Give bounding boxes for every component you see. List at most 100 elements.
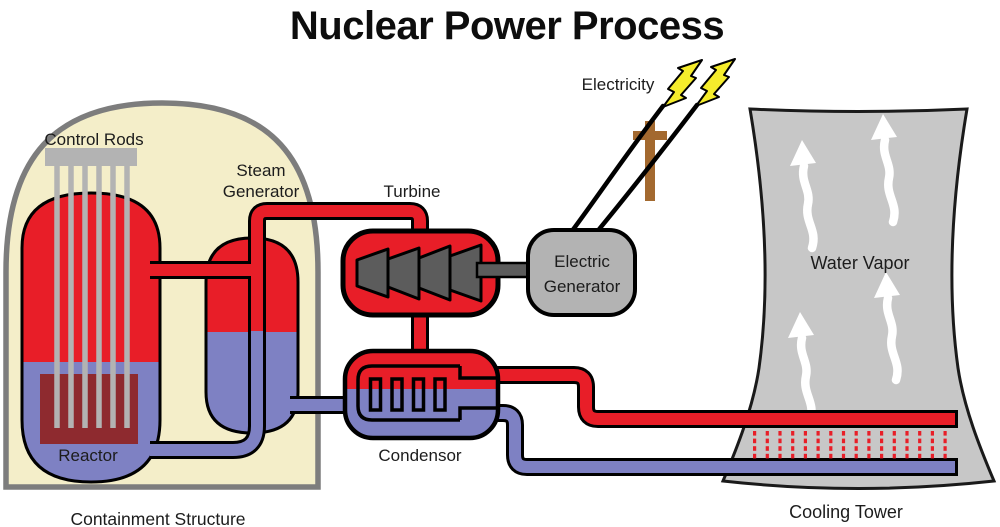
control-rod-header bbox=[45, 148, 137, 166]
cooling-tower-label: Cooling Tower bbox=[789, 502, 903, 522]
control-rods-label: Control Rods bbox=[44, 130, 143, 149]
spray-droplets-item bbox=[880, 431, 884, 436]
turbine-blade bbox=[417, 244, 452, 302]
spray-droplets-item bbox=[880, 453, 884, 459]
page-title: Nuclear Power Process bbox=[290, 4, 724, 48]
spray-droplets-item bbox=[829, 446, 833, 451]
power-wires bbox=[569, 102, 700, 236]
containment-structure-label: Containment Structure bbox=[70, 509, 245, 527]
spray-droplets-item bbox=[892, 438, 896, 444]
spray-droplets-item bbox=[816, 438, 820, 444]
spray-droplets-item bbox=[778, 446, 782, 451]
condensor-heat-exchanger bbox=[356, 364, 497, 422]
spray-droplets-item bbox=[943, 453, 947, 459]
condensor-body bbox=[342, 348, 501, 441]
spray-droplets-item bbox=[930, 453, 934, 459]
spray-droplets-item bbox=[854, 431, 858, 436]
spray-droplets-item bbox=[803, 453, 807, 459]
spray-droplets-item bbox=[791, 438, 795, 444]
turbine bbox=[340, 228, 532, 318]
spray-droplets-item bbox=[918, 446, 922, 451]
electric-generator-label-line1: Electric bbox=[554, 252, 610, 271]
lightning-bolt-icon bbox=[662, 59, 703, 108]
spray-droplets-item bbox=[892, 453, 896, 459]
spray-droplets-item bbox=[867, 431, 871, 436]
spray-droplets-item bbox=[765, 438, 769, 444]
primary-cold-leg-pipe bbox=[150, 331, 263, 456]
turbine-blades bbox=[355, 243, 483, 303]
spray-droplets-item bbox=[892, 446, 896, 451]
spray-droplets-item bbox=[791, 453, 795, 459]
spray-droplets-item bbox=[943, 438, 947, 444]
control-rods-item bbox=[82, 166, 88, 428]
control-rods-item bbox=[68, 166, 74, 428]
spray-droplets-item bbox=[841, 438, 846, 444]
spray-droplets-item bbox=[816, 431, 820, 436]
spray-droplets-item bbox=[803, 446, 807, 451]
condensor-label: Condensor bbox=[378, 446, 462, 465]
spray-droplets-item bbox=[829, 438, 833, 444]
spray-droplets-item bbox=[753, 431, 757, 436]
electric-generator-label-line2: Generator bbox=[544, 277, 621, 296]
pipe-colors bbox=[150, 205, 955, 473]
spray-droplets-item bbox=[918, 438, 922, 444]
spray-droplets-item bbox=[867, 438, 871, 444]
water-vapor-label: Water Vapor bbox=[810, 253, 909, 273]
spray-droplets-item bbox=[841, 446, 846, 451]
spray-droplets-item bbox=[765, 446, 769, 451]
spray-droplets-item bbox=[930, 438, 934, 444]
spray-droplets-item bbox=[943, 446, 947, 451]
spray-droplets-item bbox=[854, 438, 858, 444]
cooling-tower-shell bbox=[720, 107, 997, 490]
spray-droplets-item bbox=[753, 438, 757, 444]
spray-droplets-item bbox=[841, 453, 846, 459]
steam-generator-label-line1: Steam bbox=[236, 161, 285, 180]
spray-droplets-item bbox=[778, 431, 782, 436]
spray-droplets-item bbox=[765, 453, 769, 459]
electric-generator-body bbox=[526, 228, 637, 317]
spray-droplets-item bbox=[829, 453, 833, 459]
condensor-cold-zone bbox=[345, 389, 498, 438]
steam-line-pipe bbox=[251, 205, 426, 333]
spray-droplets-item bbox=[943, 431, 947, 436]
utility-pole-icon bbox=[633, 121, 667, 201]
spray-droplets-item bbox=[816, 446, 820, 451]
spray-droplets-item bbox=[905, 431, 909, 436]
spray-droplets-item bbox=[905, 438, 909, 444]
turbine-blade bbox=[355, 247, 390, 299]
control-rods-item bbox=[124, 166, 130, 428]
control-rods-item bbox=[54, 166, 60, 428]
spray-droplets bbox=[753, 431, 947, 459]
spray-droplets-item bbox=[841, 431, 846, 436]
turbine-blade bbox=[448, 243, 483, 303]
turbine-shaft bbox=[475, 261, 532, 279]
turbine-label: Turbine bbox=[383, 182, 440, 201]
spray-droplets-item bbox=[867, 446, 871, 451]
spray-droplets-item bbox=[930, 431, 934, 436]
spray-droplets-item bbox=[753, 446, 757, 451]
spray-droplets-item bbox=[829, 431, 833, 436]
spray-droplets-item bbox=[905, 453, 909, 459]
spray-droplets-item bbox=[778, 438, 782, 444]
condensor-hot-zone bbox=[345, 351, 498, 389]
tower-to-condensor-pipe bbox=[488, 407, 955, 473]
spray-droplets-item bbox=[930, 446, 934, 451]
spray-droplets-item bbox=[854, 446, 858, 451]
spray-droplets-item bbox=[753, 453, 757, 459]
lightning-bolt-icon bbox=[695, 58, 736, 107]
spray-droplets-item bbox=[880, 438, 884, 444]
reactor-vessel bbox=[20, 191, 162, 484]
spray-droplets-item bbox=[867, 453, 871, 459]
spray-droplets-item bbox=[854, 453, 858, 459]
spray-droplets-item bbox=[880, 446, 884, 451]
spray-droplets-item bbox=[778, 453, 782, 459]
spray-droplets-item bbox=[765, 431, 769, 436]
spray-droplets-item bbox=[918, 453, 922, 459]
reactor-hot-zone bbox=[22, 193, 160, 362]
steam-generator-label-line2: Generator bbox=[223, 182, 300, 201]
condensor-to-tower-pipe bbox=[484, 369, 955, 425]
spray-droplets-item bbox=[816, 453, 820, 459]
spray-droplets-item bbox=[791, 431, 795, 436]
